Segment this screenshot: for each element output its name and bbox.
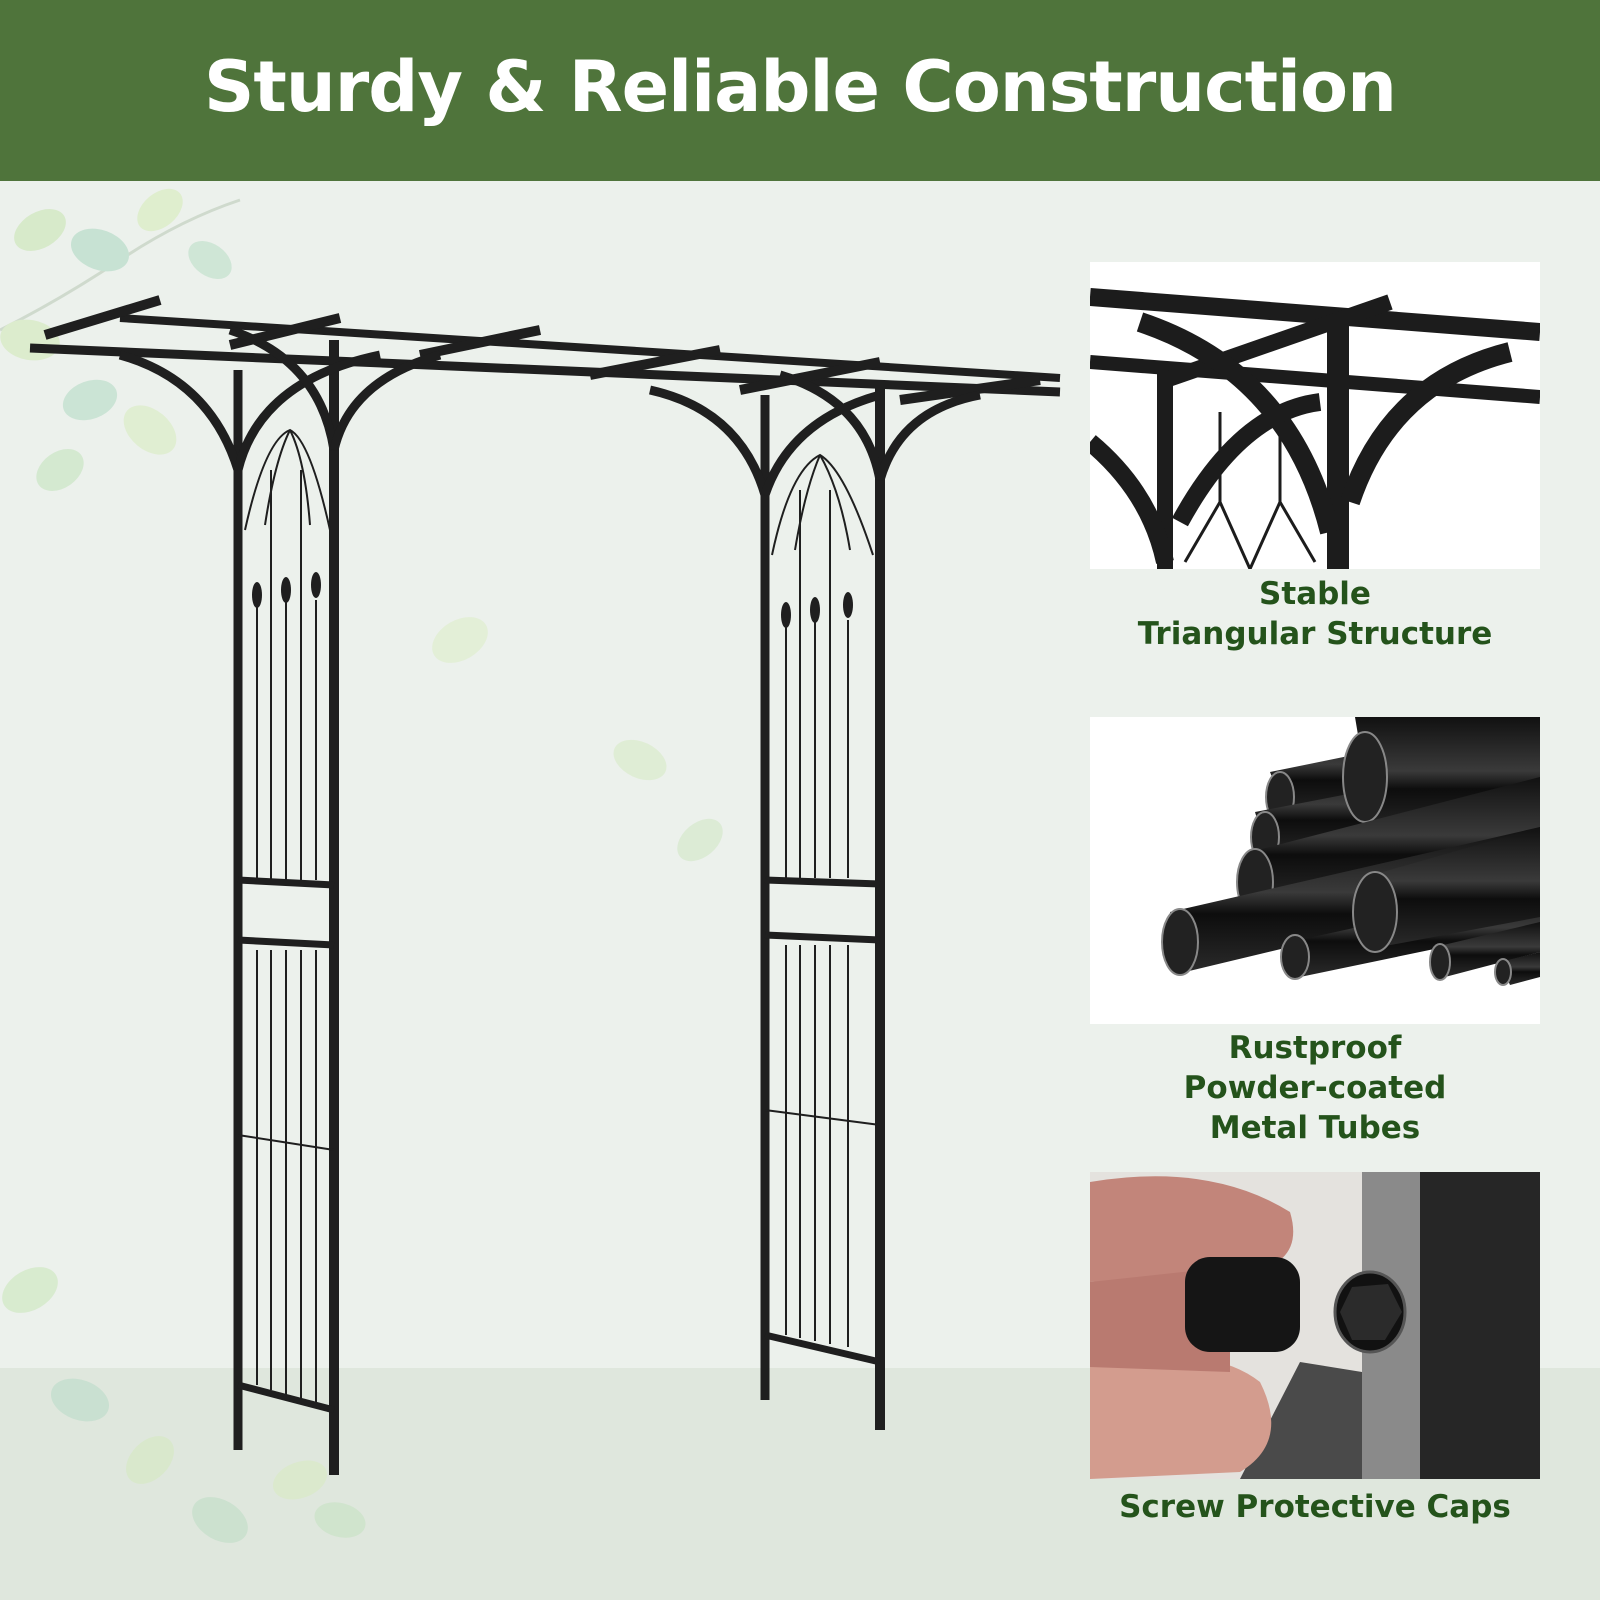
screw-cap-photo-icon: [1090, 1172, 1540, 1479]
feature-image-screw-caps: [1090, 1172, 1540, 1479]
header-banner: Sturdy & Reliable Construction: [0, 0, 1600, 181]
feature-image-metal-tubes: [1090, 717, 1540, 1024]
page-title: Sturdy & Reliable Construction: [204, 45, 1397, 128]
feature-caption-screw-caps: Screw Protective Caps: [1119, 1489, 1511, 1525]
metal-tubes-photo-icon: [1161, 717, 1540, 986]
feature-image-triangular-structure: [1090, 262, 1540, 569]
feature-caption-triangular-structure: Stable Triangular Structure: [1137, 576, 1493, 652]
garden-arch-illustration: [29, 295, 1061, 1475]
triangular-structure-photo-icon: [1090, 288, 1540, 569]
feature-caption-metal-tubes: Rustproof Powder-coated Metal Tubes: [1183, 1030, 1447, 1146]
